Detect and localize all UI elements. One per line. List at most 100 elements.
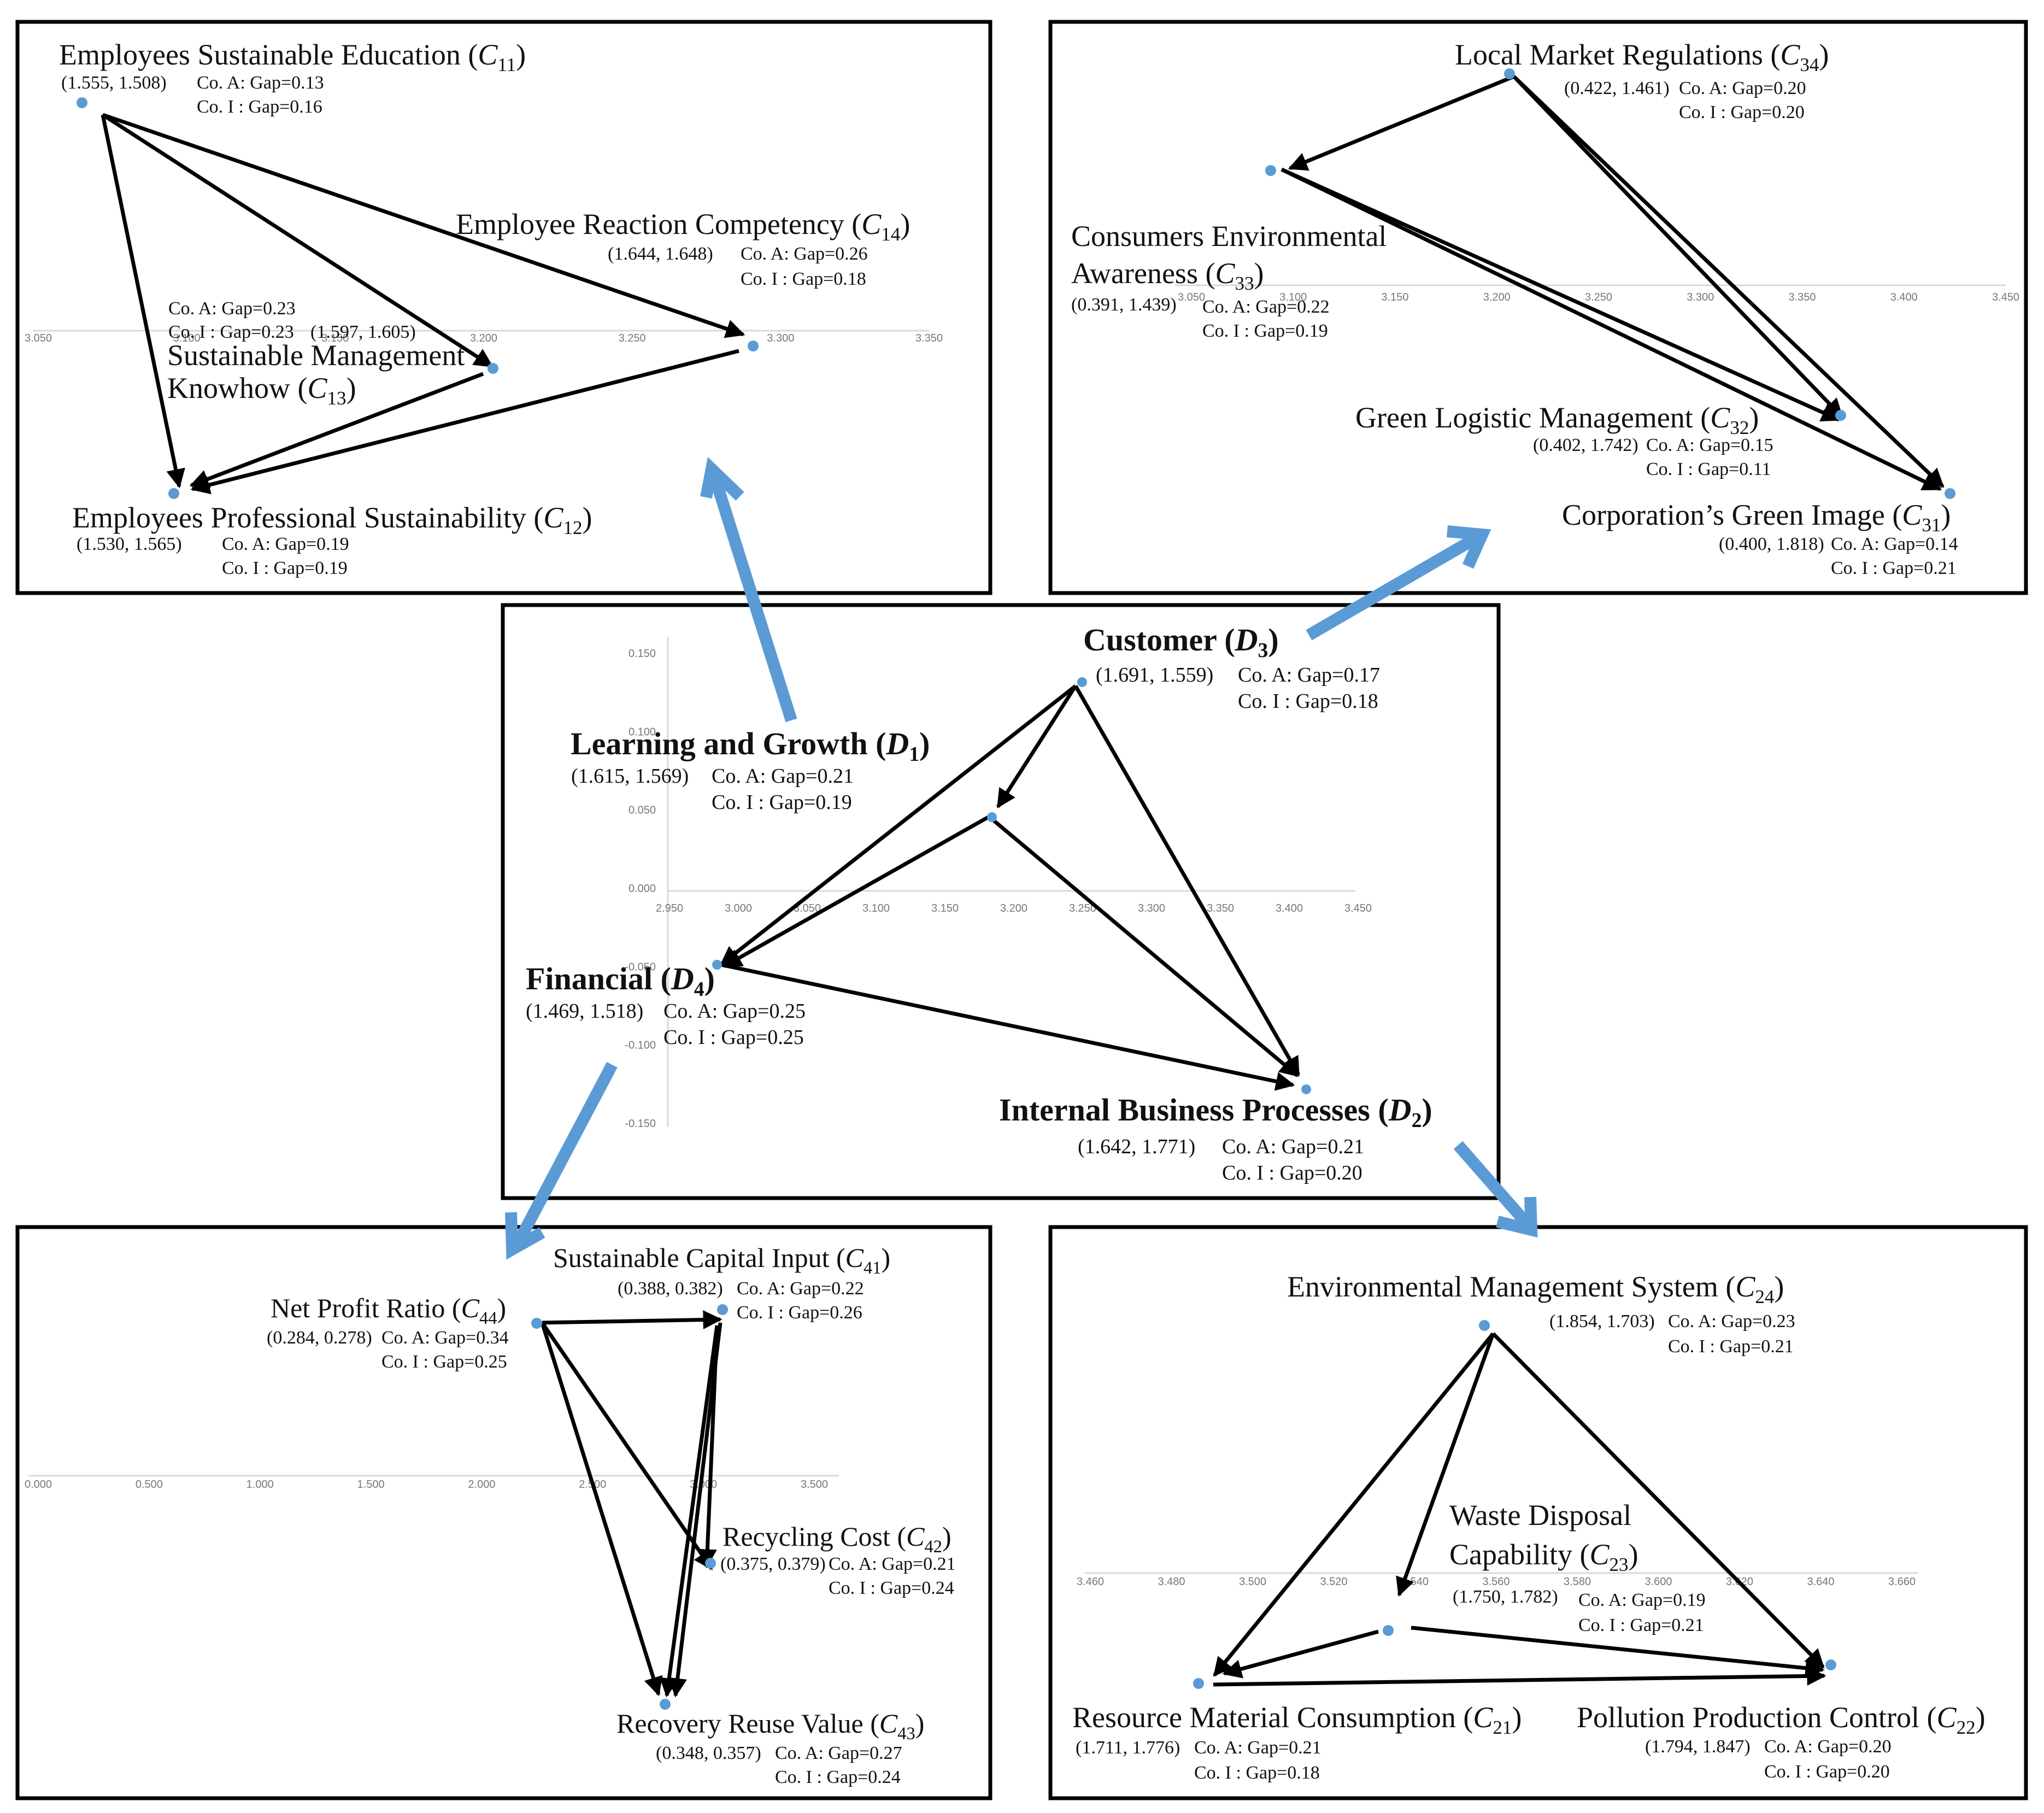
edge-c13-c12 [189, 372, 484, 489]
edge-d1-d4 [722, 814, 990, 969]
customer-labels: Local Market Regulations (C34) (0.422, 1… [1071, 38, 1958, 578]
center-y-tick-4: -0.050 [625, 961, 656, 973]
edge-c11-c13 [102, 113, 494, 368]
gap-a-c43: Co. A: Gap=0.27 [775, 1743, 902, 1763]
customer-edges [1281, 74, 1945, 491]
gap-a-c44: Co. A: Gap=0.34 [381, 1328, 509, 1348]
learning-tick-1: 3.100 [173, 332, 201, 344]
coord-c11: (1.555, 1.508) [61, 73, 167, 93]
coord-c32: (0.402, 1.742) [1533, 435, 1638, 455]
internal-tick-9: 3.640 [1807, 1576, 1834, 1588]
internal-tick-2: 3.500 [1239, 1576, 1266, 1588]
learning-tick-2: 3.150 [321, 332, 349, 344]
node-c13 [487, 363, 498, 374]
financial-tick-4: 2.000 [468, 1478, 495, 1491]
learning-tick-3: 3.200 [470, 332, 497, 344]
center-x-tick-7: 3.300 [1138, 902, 1165, 914]
coord-c33: (0.391, 1.439) [1071, 295, 1177, 315]
label-d1: Learning and Growth (D1) [571, 726, 930, 766]
edge-c33-c32 [1281, 167, 1841, 422]
customer-tick-8: 3.450 [1992, 291, 2019, 303]
financial-edges [540, 1310, 723, 1698]
coord-c23: (1.750, 1.782) [1453, 1587, 1558, 1607]
edge-c21-c22 [1213, 1666, 1826, 1687]
internal-labels: Environmental Management System (C24) (1… [1072, 1270, 1986, 1783]
node-c44 [531, 1318, 542, 1329]
label-c23-line1: Waste Disposal [1449, 1499, 1631, 1532]
gap-a-d4: Co. A: Gap=0.25 [663, 1000, 806, 1023]
gap-a-c33: Co. A: Gap=0.22 [1202, 297, 1330, 317]
gap-i-c34: Co. I : Gap=0.20 [1679, 102, 1805, 122]
edge-c34-c31 [1512, 75, 1945, 488]
center-y-tick-0: 0.150 [629, 648, 656, 660]
internal-tick-10: 3.660 [1888, 1576, 1916, 1588]
center-y-tick-2: 0.050 [629, 805, 656, 817]
gap-a-c14: Co. A: Gap=0.26 [741, 244, 868, 264]
panel-learning-growth [15, 20, 992, 595]
internal-tick-7: 3.600 [1644, 1576, 1672, 1588]
internal-nodes [1193, 1320, 1836, 1689]
gap-a-c11: Co. A: Gap=0.13 [197, 73, 324, 93]
label-c42: Recycling Cost (C42) [723, 1521, 951, 1557]
node-c41 [717, 1304, 728, 1315]
customer-nodes [1265, 68, 1955, 499]
label-c11: Employees Sustainable Education (C11) [59, 38, 526, 75]
gap-a-c34: Co. A: Gap=0.20 [1679, 78, 1806, 98]
learning-tick-4: 3.250 [619, 332, 646, 344]
gap-a-c31: Co. A: Gap=0.14 [1831, 534, 1958, 554]
coord-c34: (0.422, 1.461) [1564, 78, 1670, 98]
label-c44: Net Profit Ratio (C44) [271, 1293, 506, 1328]
gap-a-c21: Co. A: Gap=0.21 [1194, 1738, 1321, 1758]
edge-c11-c12 [101, 114, 185, 489]
coord-c24: (1.854, 1.703) [1549, 1311, 1655, 1331]
coord-c31: (0.400, 1.818) [1719, 534, 1824, 554]
gap-a-c24: Co. A: Gap=0.23 [1668, 1311, 1795, 1331]
gap-i-c42: Co. I : Gap=0.24 [829, 1578, 954, 1598]
financial-tick-1: 0.500 [136, 1478, 163, 1491]
customer-tick-7: 3.400 [1890, 291, 1918, 303]
coord-c12: (1.530, 1.565) [77, 534, 182, 554]
customer-tick-2: 3.150 [1381, 291, 1408, 303]
center-x-tick-5: 3.200 [1000, 902, 1027, 914]
node-d4 [712, 960, 722, 970]
edge-d1-d2 [989, 816, 1299, 1077]
edge-d4-d2 [713, 961, 1295, 1091]
panel-internal-business [1048, 1225, 2028, 1800]
label-c23-line2: Capability (C23) [1449, 1538, 1638, 1575]
node-d2 [1301, 1084, 1311, 1094]
coord-c44: (0.284, 0.278) [267, 1328, 372, 1348]
gap-i-c21: Co. I : Gap=0.18 [1194, 1763, 1320, 1783]
edge-c23-c22 [1411, 1626, 1825, 1678]
edge-c34-c33 [1288, 74, 1515, 171]
node-c31 [1945, 488, 1955, 499]
node-c24 [1479, 1320, 1490, 1331]
center-x-tick-8: 3.350 [1207, 902, 1234, 914]
center-y-tick-5: -0.100 [625, 1040, 656, 1052]
center-x-tick-1: 3.000 [725, 902, 752, 914]
node-c23 [1383, 1625, 1394, 1636]
node-c32 [1835, 410, 1846, 421]
label-c33-line2: Awareness (C33) [1071, 257, 1264, 294]
node-c22 [1825, 1659, 1836, 1670]
learning-tick-6: 3.350 [915, 332, 943, 344]
gap-i-c13: Co. I : Gap=0.23 [168, 322, 294, 342]
internal-tick-6: 3.580 [1564, 1576, 1591, 1588]
label-c13-line1: Sustainable Management [167, 339, 465, 372]
label-c33-line1: Consumers Environmental [1071, 220, 1387, 253]
label-c12: Employees Professional Sustainability (C… [72, 501, 592, 538]
customer-tick-6: 3.350 [1788, 291, 1816, 303]
coord-c21: (1.711, 1.776) [1076, 1738, 1180, 1758]
coord-d3: (1.691, 1.559) [1096, 664, 1213, 687]
label-c34: Local Market Regulations (C34) [1455, 38, 1829, 75]
customer-tick-4: 3.250 [1585, 291, 1612, 303]
gap-a-c13: Co. A: Gap=0.23 [168, 298, 296, 319]
center-edges [713, 684, 1301, 1091]
node-d3 [1077, 677, 1087, 687]
financial-labels: Sustainable Capital Input (C41) (0.388, … [267, 1242, 956, 1787]
gap-i-d1: Co. I : Gap=0.19 [712, 791, 852, 814]
coord-c14: (1.644, 1.648) [608, 244, 713, 264]
node-c42 [705, 1558, 716, 1569]
node-c34 [1504, 68, 1515, 79]
